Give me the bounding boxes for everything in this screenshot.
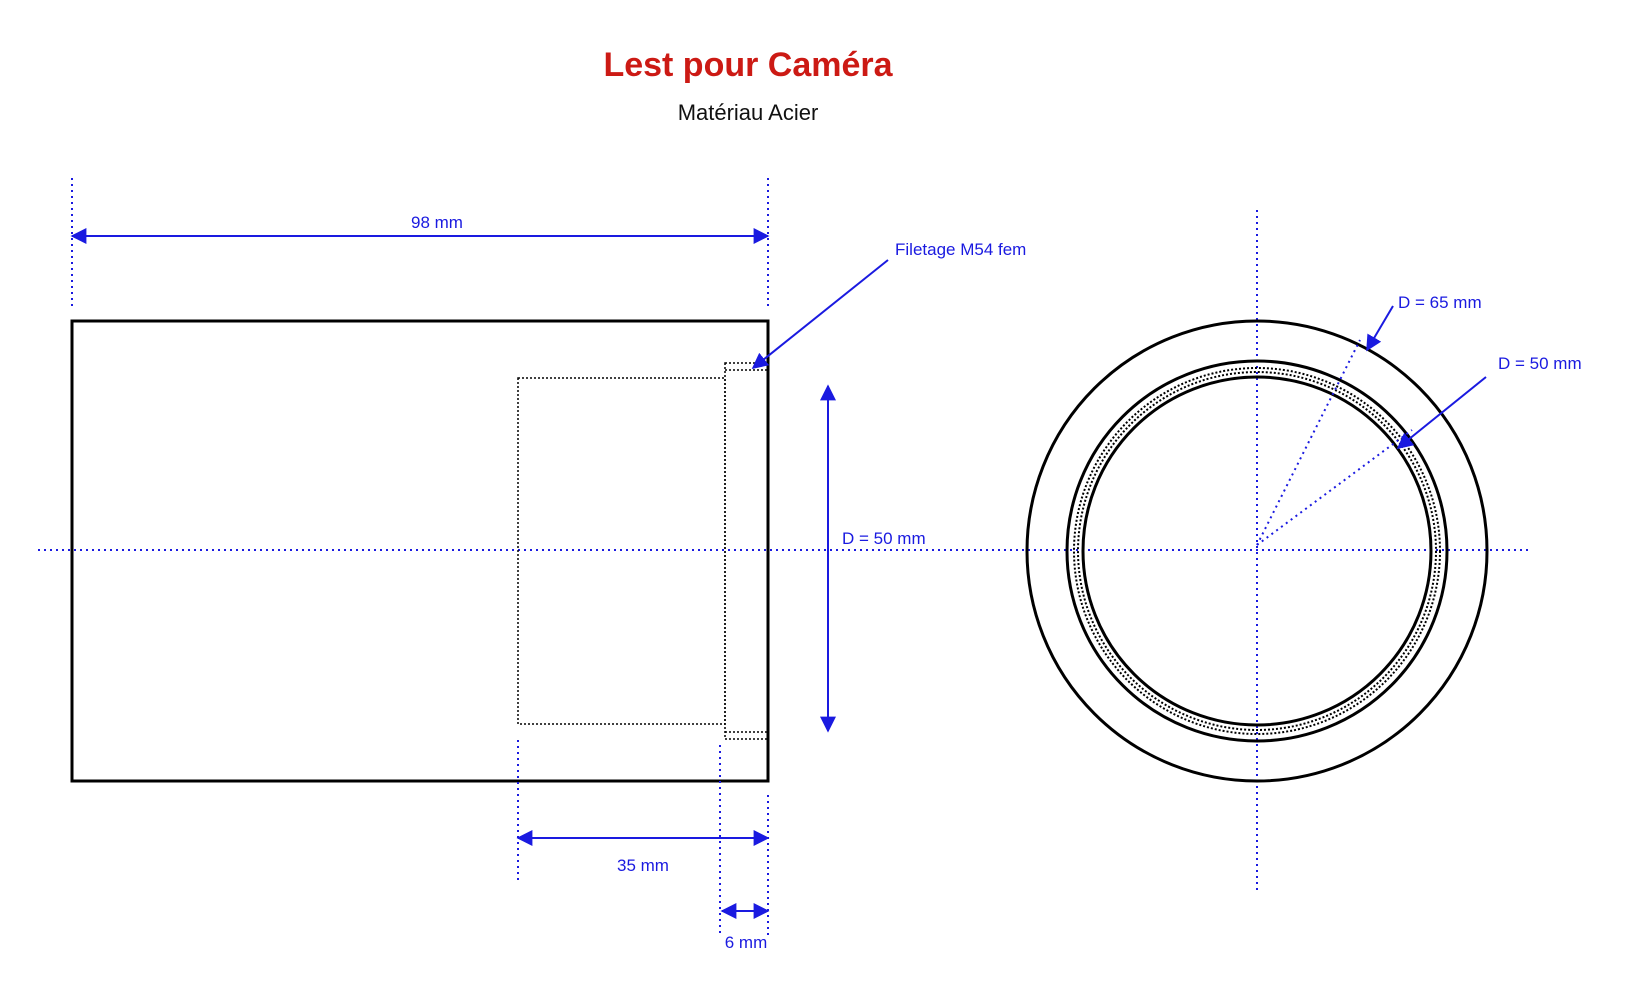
side-view: 98 mm Filetage M54 fem D = 50 mm 35 mm 6…	[38, 178, 1026, 952]
thread-leader	[751, 259, 889, 369]
end-view: D = 65 mm D = 50 mm	[1010, 210, 1582, 892]
bore-circle	[1081, 375, 1433, 727]
material-subtitle: Matériau Acier	[678, 100, 819, 125]
inner-diameter-leader	[1396, 376, 1487, 450]
bore-depth-label: 35 mm	[617, 856, 669, 875]
thread-dotted-circle-inner	[1077, 371, 1437, 731]
bore-diameter-label: D = 50 mm	[842, 529, 926, 548]
outer-radius-line	[1256, 339, 1361, 546]
outer-circle	[1025, 319, 1489, 783]
hidden-thread	[724, 362, 769, 740]
thread-dotted-circle	[1073, 367, 1441, 735]
outer-diameter-leader	[1366, 305, 1394, 352]
inner-diameter-label: D = 50 mm	[1498, 354, 1582, 373]
length-label: 98 mm	[411, 213, 463, 232]
body-outline	[70, 319, 770, 783]
thread-depth-label: 6 mm	[725, 933, 768, 952]
outer-diameter-label: D = 65 mm	[1398, 293, 1482, 312]
inner-radius-line	[1256, 429, 1413, 546]
thread-major-circle	[1065, 359, 1449, 743]
thread-label: Filetage M54 fem	[895, 240, 1026, 259]
drawing-title: Lest pour Caméra	[603, 46, 893, 84]
